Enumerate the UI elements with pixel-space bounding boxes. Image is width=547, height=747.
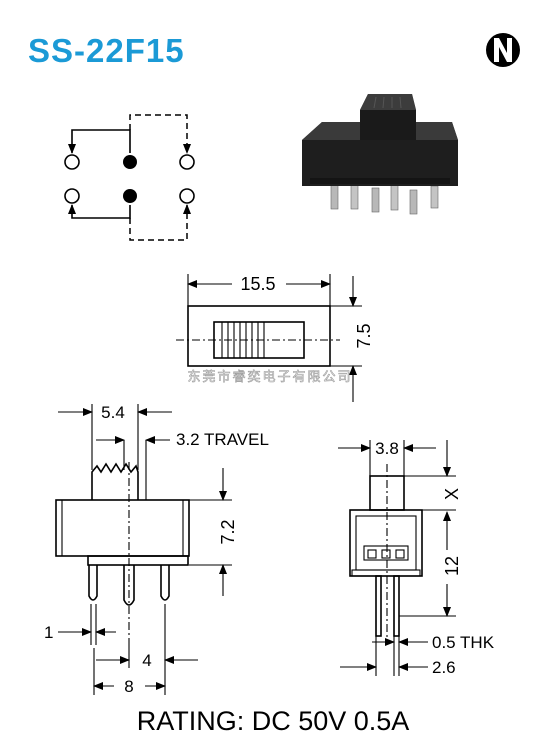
rating-text: RATING: DC 50V 0.5A	[137, 706, 410, 736]
switch-product-image	[302, 94, 458, 215]
end-actuator-width-label: 3.8	[375, 439, 399, 458]
pin-span-label: 8	[124, 677, 133, 696]
travel-label: 3.2 TRAVEL	[176, 430, 269, 449]
top-length-label: 15.5	[240, 274, 275, 294]
brand-logo-icon: N	[486, 33, 520, 67]
model-title: SS-22F15	[28, 32, 185, 69]
side-view: 5.4 3.2 TRAVEL 7.2 1	[44, 403, 269, 696]
thickness-label: 0.5 THK	[432, 633, 495, 652]
circuit-schematic	[64, 114, 195, 241]
pin-width-label: 1	[44, 623, 53, 642]
pin-pitch-label: 4	[142, 651, 151, 670]
pin-spacing-label: 2.6	[432, 658, 456, 677]
end-overall-height-label: 12	[442, 556, 462, 576]
top-view: 15.5 7.5	[176, 274, 374, 402]
watermark-text: 东莞市睿奕电子有限公司	[187, 369, 352, 385]
side-actuator-width-label: 5.4	[101, 403, 125, 422]
top-width-label: 7.5	[354, 323, 374, 348]
end-view: 3.8 X 12 0.5 THK 2.	[338, 439, 495, 677]
side-body-height-label: 7.2	[218, 519, 238, 544]
end-actuator-height-label: X	[442, 488, 462, 500]
